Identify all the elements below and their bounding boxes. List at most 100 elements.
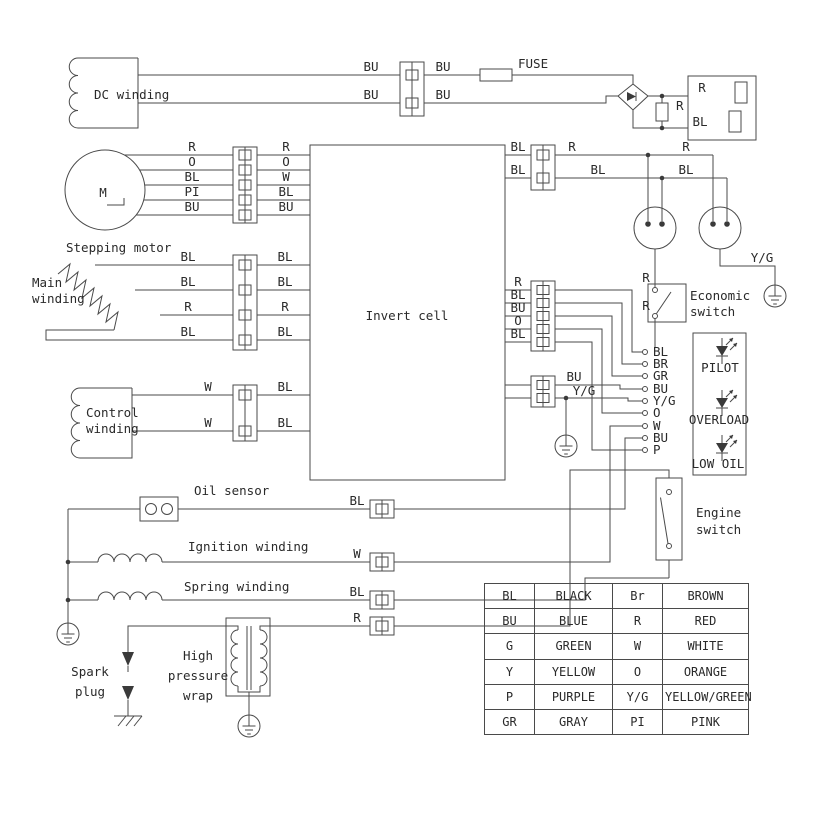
ground-symbol-left-bus [56,622,80,646]
wire-label: R [568,139,576,154]
legend-cell: BLACK [534,582,613,610]
main-winding-coil [57,262,119,331]
wire-label: R [682,139,690,154]
wire-label: BL [678,162,693,177]
resistor-symbol [655,102,669,122]
wire-label: BL [180,324,195,339]
connector-indicator-2pin [530,375,556,408]
legend-cell: W [612,633,663,660]
overload-label: OVERLOAD [689,412,749,427]
legend-cell: G [484,633,535,660]
wire-label: BL [510,326,525,341]
legend-cell: BROWN [662,582,749,610]
wire-label: W [204,379,212,394]
dc-winding-coil [68,57,139,129]
wire-label: BU [653,381,668,396]
legend-cell: BL [484,582,535,610]
connector-receptacle [530,144,556,191]
wire-label: BL [653,344,668,359]
stepping-motor-wires [124,154,310,216]
stepping-motor-label: Stepping motor [66,240,172,255]
pilot-label: PILOT [701,360,739,375]
ac-receptacle-1 [633,206,677,250]
wire-label: BL [510,287,525,302]
indicator-routing-wires [505,289,643,451]
wire-label: W [204,415,212,430]
wire-label: BU [435,59,450,74]
legend-cell: GR [484,708,535,736]
wire-label: Y/G [573,383,596,398]
control-winding-wires [132,394,310,432]
wire-label: BU [435,87,450,102]
wire-label: BU [363,59,378,74]
connector-high-pressure [369,616,395,636]
legend-cell: GREEN [534,633,613,660]
connector-oil-sensor [369,499,395,519]
spring-winding-label: Spring winding [184,579,289,594]
wire-label: BL [277,379,292,394]
control-winding-coil [70,387,133,459]
terminal-strip [642,349,648,453]
wire-label: BL [277,415,292,430]
economic-switch-symbol [647,283,687,323]
wire-label: R [642,298,650,313]
legend-cell: YELLOW [534,658,613,685]
wire-label: R [184,299,192,314]
ignition-winding-coil [97,553,163,563]
wire-label: R [188,139,196,154]
wire-label: BR [653,356,669,371]
ac-receptacle-2 [698,206,742,250]
wire-label: BU [566,369,581,384]
legend-cell: YELLOW/GREEN [662,683,752,710]
high-pressure-wrap-symbol [225,617,271,697]
wire-label: Y/G [751,250,774,265]
wire-label: R [353,610,361,625]
receptacle-wires [505,154,776,348]
connector-dc [399,61,425,117]
wire-label: BL [184,169,199,184]
invert-cell-box [309,144,506,481]
legend-cell: Br [612,582,663,610]
stepping-motor-symbol [64,149,146,231]
legend-cell: BLUE [534,608,613,635]
spring-winding-coil [97,591,163,601]
legend-cell: R [612,608,663,635]
wire-label: O [188,154,196,169]
connector-spring [369,590,395,610]
bridge-rectifier-symbol [617,83,649,111]
wire-label: R [282,139,290,154]
wire-label: BU [184,199,199,214]
wire-label: R [281,299,289,314]
legend-cell: PURPLE [534,683,613,710]
wire-label: O [653,405,661,420]
main-winding-wires [45,264,310,341]
motor-m-mark: M [99,185,107,200]
wire-label: BU [363,87,378,102]
ground-symbol-high-pressure [237,714,261,738]
legend-cell: PI [612,708,663,736]
connector-ignition [369,552,395,572]
wire-label: O [514,313,522,328]
wire-label: R [642,270,650,285]
connector-control-winding [232,384,258,442]
wire-label: BL [277,324,292,339]
low-oil-label: LOW OIL [692,456,745,471]
wire-label: P [653,442,661,457]
dc-circuit-wires [138,74,688,129]
wire-label: W [653,418,661,433]
indicator-board [692,332,747,476]
dc-winding-label: DC winding [94,87,169,102]
legend-cell: GRAY [534,708,613,736]
wire-label: R [676,98,684,113]
